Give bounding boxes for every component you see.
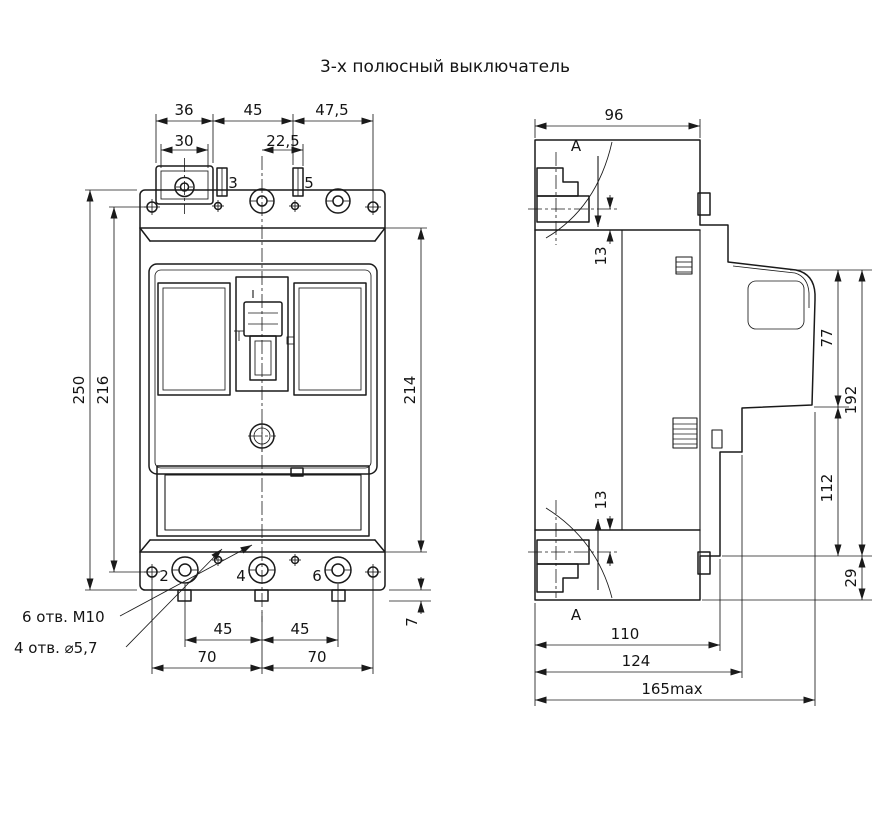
dim-250: 250 [70, 376, 88, 405]
side-top-dimension: 96 [534, 106, 701, 138]
note-4-holes-d5-7: 4 отв. ⌀5,7 [14, 639, 98, 657]
dim-45-top: 45 [243, 101, 262, 119]
dim-30: 30 [174, 132, 193, 150]
left-window [157, 282, 231, 396]
dim-7: 7 [403, 617, 421, 627]
side-outline [534, 139, 816, 601]
dim-110: 110 [611, 625, 640, 643]
side-bottom-tab [697, 551, 711, 575]
vent-grille-mid [672, 417, 698, 449]
vent-grille-top [675, 256, 693, 275]
right-window [293, 282, 367, 396]
front-left-dimensions: 250 216 [70, 189, 146, 591]
dim-13-top: 13 [592, 246, 610, 265]
top-terminal-screw-2 [249, 188, 275, 214]
section-letter-top: A [571, 137, 582, 155]
dim-45-bottom-left: 45 [213, 620, 232, 638]
dim-112: 112 [818, 474, 836, 503]
test-button [249, 423, 275, 449]
dim-47-5: 47,5 [315, 101, 348, 119]
handle-channel [235, 276, 289, 392]
terminal-tab-3 [292, 167, 304, 197]
pole-number-2: 2 [159, 567, 169, 585]
pole-number-6: 6 [312, 567, 322, 585]
pole-numbers: 3 5 2 4 6 [159, 174, 322, 585]
pole-number-3: 3 [228, 174, 238, 192]
foot-1 [177, 589, 192, 602]
section-detail-top: A 13 [528, 137, 620, 266]
front-bottom-dimensions: 45 45 70 70 7 [151, 577, 431, 674]
dim-124: 124 [622, 652, 651, 670]
side-right-dimensions: 77 112 192 29 [702, 269, 872, 601]
side-top-tab [697, 192, 711, 216]
note-6-holes-m10: 6 отв. М10 [22, 608, 105, 626]
cover-clip [711, 429, 723, 449]
dim-77: 77 [818, 328, 836, 347]
dim-22-5: 22,5 [266, 132, 299, 150]
dim-36: 36 [174, 101, 193, 119]
pole-number-5: 5 [304, 174, 314, 192]
dim-216: 216 [94, 376, 112, 405]
bottom-terminal-screw-4 [248, 556, 276, 584]
terminal-lug-1 [155, 165, 214, 205]
terminal-tab-2 [216, 167, 228, 197]
side-view: A 13 A 13 96 [528, 106, 872, 706]
label-plate [156, 465, 370, 537]
section-detail-bottom: A 13 [528, 490, 620, 624]
hole-notes: 6 отв. М10 4 отв. ⌀5,7 [14, 544, 253, 657]
bottom-terminal-screw-6 [324, 556, 352, 584]
side-bottom-dimensions: 110 124 165max [534, 412, 816, 706]
on-marking: I [251, 288, 254, 301]
dim-70-right: 70 [307, 648, 326, 666]
dim-70-left: 70 [197, 648, 216, 666]
top-mounting-holes [144, 199, 381, 215]
section-letter-bottom: A [571, 606, 582, 624]
dim-192: 192 [842, 386, 860, 415]
dim-214: 214 [401, 376, 419, 405]
pole-number-4: 4 [236, 567, 246, 585]
dim-29: 29 [842, 568, 860, 587]
dim-45-bottom-right: 45 [290, 620, 309, 638]
bottom-terminal-screw-2 [171, 556, 199, 584]
foot-2 [254, 589, 269, 602]
dim-165max: 165max [641, 680, 702, 698]
dim-13-bottom: 13 [592, 490, 610, 509]
front-top-dimensions: 36 45 47,5 30 22,5 [155, 101, 374, 199]
front-cover [148, 263, 378, 475]
front-right-dimension: 214 [386, 227, 427, 553]
dim-96: 96 [604, 106, 623, 124]
bottom-mounting-holes [144, 554, 381, 580]
top-terminal-screw-3 [325, 188, 351, 214]
front-body: I [139, 165, 386, 602]
toggle-handle: I [234, 288, 295, 381]
side-handle-recess [747, 280, 805, 330]
drawing-title: 3-х полюсный выключатель [320, 57, 570, 77]
front-view: I [14, 101, 431, 674]
foot-3 [331, 589, 346, 602]
side-interior [534, 192, 810, 575]
